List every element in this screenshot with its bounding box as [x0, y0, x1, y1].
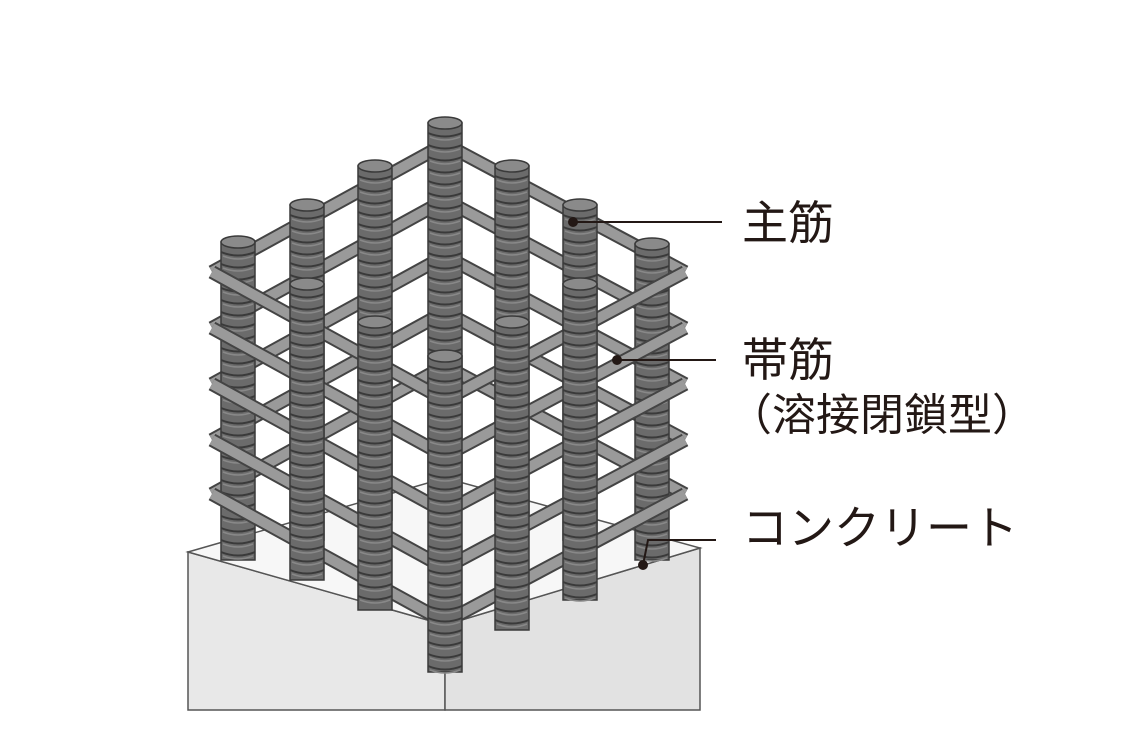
main-rebar-label: 主筋 [742, 196, 834, 250]
main-rebar [494, 315, 530, 631]
leader-lines [568, 217, 722, 570]
main-rebars-front [289, 277, 598, 674]
hoop-pointer-dot [612, 355, 622, 365]
hoop-label: 帯筋 [742, 333, 834, 387]
main-rebar-pointer-dot [568, 217, 578, 227]
concrete-pointer-dot [638, 560, 648, 570]
main-rebar [289, 277, 325, 581]
main-rebar [427, 349, 463, 674]
hoop-type-label: （溶接閉鎖型） [728, 390, 1036, 441]
concrete-label: コンクリート [742, 501, 1018, 555]
main-rebar [357, 315, 393, 611]
main-rebar [562, 277, 598, 602]
